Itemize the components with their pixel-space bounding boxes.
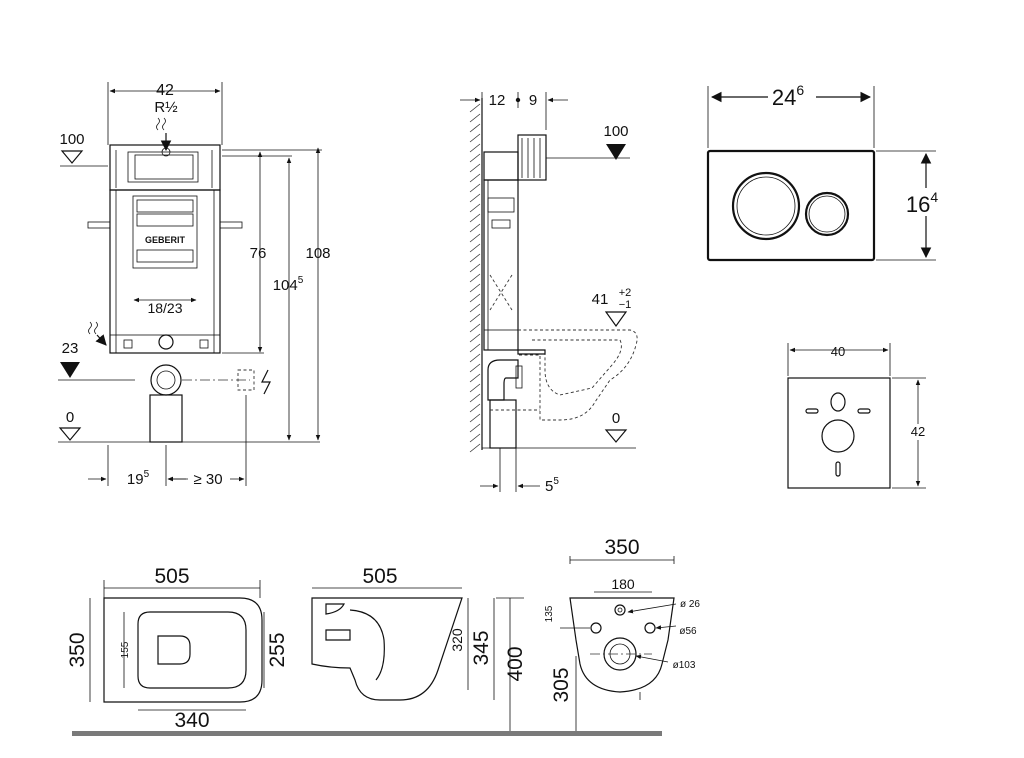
bowl-top-inner-length-label: 340: [174, 709, 209, 732]
wall-hatch-line: [469, 363, 481, 373]
wall-hatch-line: [469, 373, 481, 383]
plate-height-label: 164: [906, 189, 938, 217]
depth-12-label: 12: [489, 92, 506, 109]
wall-hatch-line: [469, 343, 481, 353]
height-76-label: 76: [250, 245, 267, 262]
wall-hatch-line: [469, 383, 481, 393]
floor-line: [72, 731, 662, 736]
level-100-label: 100: [59, 131, 84, 148]
wall-hatch-line: [469, 253, 481, 263]
bowl-top-length-label: 505: [154, 565, 189, 588]
wall-hatch-line: [469, 223, 481, 233]
bowl-back-width-label: 350: [604, 536, 639, 559]
bowl-top-offset-label: 155: [120, 641, 131, 658]
wall-hatch-line: [469, 313, 481, 323]
wall-hatch-line: [469, 163, 481, 173]
wall-hatch-line: [469, 183, 481, 193]
wall-hatch-line: [469, 203, 481, 213]
wall-hatch-line: [469, 103, 481, 113]
offset-19-label: 195: [127, 469, 150, 488]
wall-hatch-line: [469, 153, 481, 163]
bowl-back-height-label: 305: [550, 667, 573, 702]
pad-height-label: 42: [911, 424, 925, 439]
bowl-side-view: 505 320 345 400: [311, 565, 527, 734]
connection-label: R½: [154, 99, 178, 116]
wall-hatch-line: [469, 293, 481, 303]
pad-width-label: 40: [831, 344, 845, 359]
side-level-100-label: 100: [603, 123, 628, 140]
side-offset-label: 55: [545, 476, 559, 495]
bowl-top-inner-width-label: 255: [266, 632, 289, 667]
frame-side-view: 12 9 100 41 +2 −1: [460, 92, 638, 495]
bowl-side-length-label: 505: [362, 565, 397, 588]
side-level-0-label: 0: [612, 410, 620, 427]
bowl-side-320-label: 320: [449, 628, 465, 652]
wall-hatch-line: [469, 133, 481, 143]
bowl-side-400-label: 400: [504, 646, 527, 681]
bowl-top-view: 505 350 155 255 340: [66, 565, 289, 732]
depth-9-label: 9: [529, 92, 537, 109]
drain-width-label: 18/23: [147, 300, 182, 316]
height-108-label: 108: [305, 245, 330, 262]
flush-plate: 246 164: [706, 82, 948, 262]
bowl-top-width-label: 350: [66, 632, 89, 667]
wall-hatch-line: [469, 403, 481, 413]
bowl-back-view: 350 180 ø 26 ø56 ø103 135 305: [544, 536, 700, 734]
level-23-label: 23: [62, 340, 79, 357]
wall-hatch-line: [469, 113, 481, 123]
wall-hatch-line: [469, 173, 481, 183]
wall-hatch-line: [469, 353, 481, 363]
wall-hatch-line: [469, 283, 481, 293]
wall-hatch-line: [469, 273, 481, 283]
wall-hatch-line: [469, 233, 481, 243]
height-104-label: 1045: [273, 275, 304, 294]
offset-30-label: ≥ 30: [193, 471, 222, 488]
wall-hatch-line: [469, 123, 481, 133]
frame-width-label: 42: [156, 82, 174, 99]
wall-hatch-line: [469, 243, 481, 253]
wall-hatch-line: [469, 443, 481, 453]
wall-hatch-line: [469, 263, 481, 273]
seat-tol-minus: −1: [619, 299, 632, 311]
wall-hatch-line: [469, 333, 481, 343]
plate-width-label: 246: [772, 82, 804, 110]
bowl-back-spacing-label: 180: [611, 576, 635, 592]
wall-hatch-line: [469, 413, 481, 423]
seat-tol-plus: +2: [619, 287, 632, 299]
wall-hatch-line: [469, 193, 481, 203]
d56-label: ø56: [679, 626, 697, 637]
brand-label: GEBERIT: [145, 235, 186, 245]
wall-hatch-line: [469, 433, 481, 443]
wall-hatch-line: [469, 213, 481, 223]
wall-hatch-line: [469, 393, 481, 403]
wall-hatch-line: [469, 323, 481, 333]
bowl-side-345-label: 345: [470, 630, 493, 665]
bowl-back-offset-label: 135: [544, 605, 555, 622]
sound-pad: 40 42: [787, 343, 930, 489]
wall-hatch-line: [469, 303, 481, 313]
level-0-label: 0: [66, 409, 74, 426]
flush-button-large: [731, 171, 801, 241]
flush-button-small: [804, 191, 850, 237]
seat-level-label: 41: [592, 291, 609, 308]
d26-label: ø 26: [680, 599, 700, 610]
wall-hatch-line: [469, 423, 481, 433]
d103-label: ø103: [673, 660, 696, 671]
frame-elevation: 42 R½ 100 GEBERIT 18/23: [58, 82, 331, 488]
wall-hatch-line: [469, 143, 481, 153]
